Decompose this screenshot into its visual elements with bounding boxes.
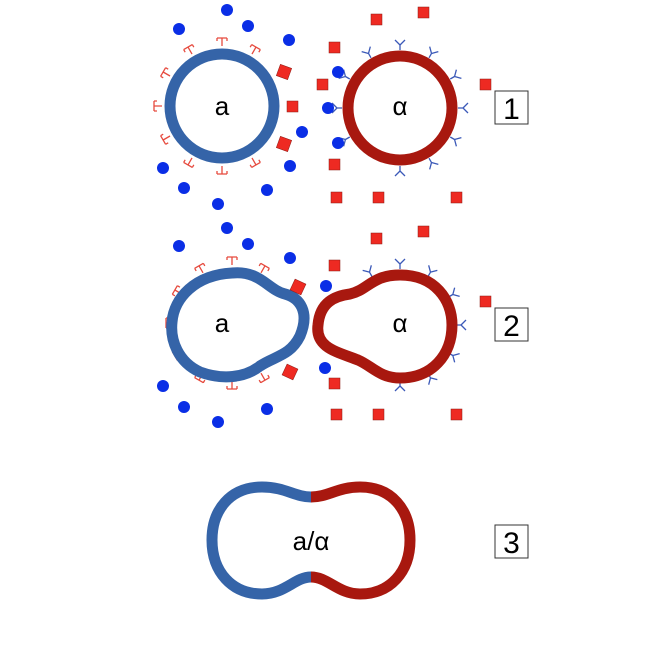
cell-a [164, 48, 280, 164]
alpha-factor-square [417, 6, 430, 19]
a-factor-dot [173, 23, 185, 35]
alpha-factor-square [417, 225, 430, 238]
cell-alpha [342, 50, 458, 166]
alpha-factor-square [275, 135, 293, 153]
a-factor-dot [284, 252, 296, 264]
alpha-factor-square [330, 408, 343, 421]
receptor [331, 102, 342, 114]
a-factor-molecules [157, 222, 332, 428]
receptor [153, 100, 162, 112]
a-factor-dot [173, 240, 185, 252]
stage-1: a α 1 [153, 4, 529, 210]
receptor [428, 46, 439, 59]
a-factor-dot [320, 280, 332, 292]
cell-alpha-label: α [392, 91, 407, 121]
receptor [249, 44, 261, 55]
step-number: 3 [503, 527, 520, 560]
receptor [258, 372, 270, 384]
step-box [494, 524, 529, 559]
a-factor-dot [283, 34, 295, 46]
receptor [428, 157, 439, 170]
alpha-factor-square [330, 191, 343, 204]
a-factor-dot [296, 126, 308, 138]
receptor [226, 256, 238, 265]
a-factor-dot [332, 66, 344, 78]
alpha-factor-square [289, 278, 307, 296]
alpha-factor-square [479, 78, 492, 91]
cell-alpha-label: α [392, 308, 407, 338]
a-factor-dot [221, 222, 233, 234]
alpha-factor-square [450, 408, 463, 421]
cell-alpha-shmoo [312, 269, 458, 384]
alpha-factor-square [275, 63, 293, 81]
a-factor-molecules [157, 4, 344, 210]
a-factor-dot [242, 238, 254, 250]
receptor [394, 39, 406, 50]
receptor [394, 258, 406, 269]
alpha-factor-square [328, 158, 341, 171]
a-factor-dot [322, 102, 334, 114]
receptor [362, 265, 373, 277]
receptor [160, 133, 171, 145]
alpha-factor-square [286, 100, 299, 113]
receptor [449, 136, 462, 147]
a-factor-dot [319, 362, 331, 374]
alpha-factor-square [328, 259, 341, 272]
a-factor-dot [261, 403, 273, 415]
receptor [183, 157, 195, 168]
stage-3: a/α 3 [206, 481, 529, 600]
alpha-factor-square [479, 295, 492, 308]
alpha-factor-square [316, 78, 329, 91]
a-factor-dot [221, 4, 233, 16]
fused-cell-a-half [206, 481, 312, 600]
receptor [394, 166, 406, 177]
a-factor-dot [178, 401, 190, 413]
receptor [183, 44, 195, 55]
alpha-factor-square [281, 363, 299, 381]
a-factor-dot [242, 20, 254, 32]
receptor [194, 262, 206, 274]
fused-cell-label: a/α [293, 526, 330, 556]
receptor [449, 69, 462, 80]
fused-cell-alpha-half [310, 481, 416, 600]
alpha-factor-square [372, 191, 385, 204]
alpha-factor-square [328, 41, 341, 54]
a-factor-dot [178, 182, 190, 194]
alpha-factor-square [450, 191, 463, 204]
cell-alpha-receptors [362, 258, 467, 392]
cell-a-label: a [215, 91, 230, 121]
step-box [494, 307, 529, 342]
cell-a-receptors [153, 37, 261, 175]
a-factor-dot [261, 184, 273, 196]
stage-2: a α 2 [157, 222, 529, 428]
a-factor-dot [284, 160, 296, 172]
a-factor-dot [212, 416, 224, 428]
alpha-factor-square [372, 408, 385, 421]
receptor [338, 69, 351, 80]
cell-a-shmoo [166, 267, 310, 383]
alpha-factor-square [328, 377, 341, 390]
receptor [216, 166, 228, 175]
receptor [458, 102, 469, 114]
a-factor-dot [212, 198, 224, 210]
step-box [494, 90, 529, 125]
alpha-factor-molecules [281, 225, 492, 421]
a-factor-dot [157, 380, 169, 392]
receptor [226, 381, 238, 390]
receptor [361, 46, 372, 59]
cell-a-label: a [215, 308, 230, 338]
step-number: 2 [503, 310, 520, 343]
a-factor-dot [332, 137, 344, 149]
receptor [160, 67, 171, 79]
receptor [249, 157, 261, 168]
receptor [258, 262, 270, 274]
alpha-factor-square [370, 13, 383, 26]
alpha-factor-molecules [275, 6, 492, 204]
step-number: 1 [503, 93, 520, 126]
alpha-factor-square [370, 232, 383, 245]
a-factor-dot [157, 162, 169, 174]
receptor [171, 285, 183, 297]
receptor [216, 37, 228, 46]
